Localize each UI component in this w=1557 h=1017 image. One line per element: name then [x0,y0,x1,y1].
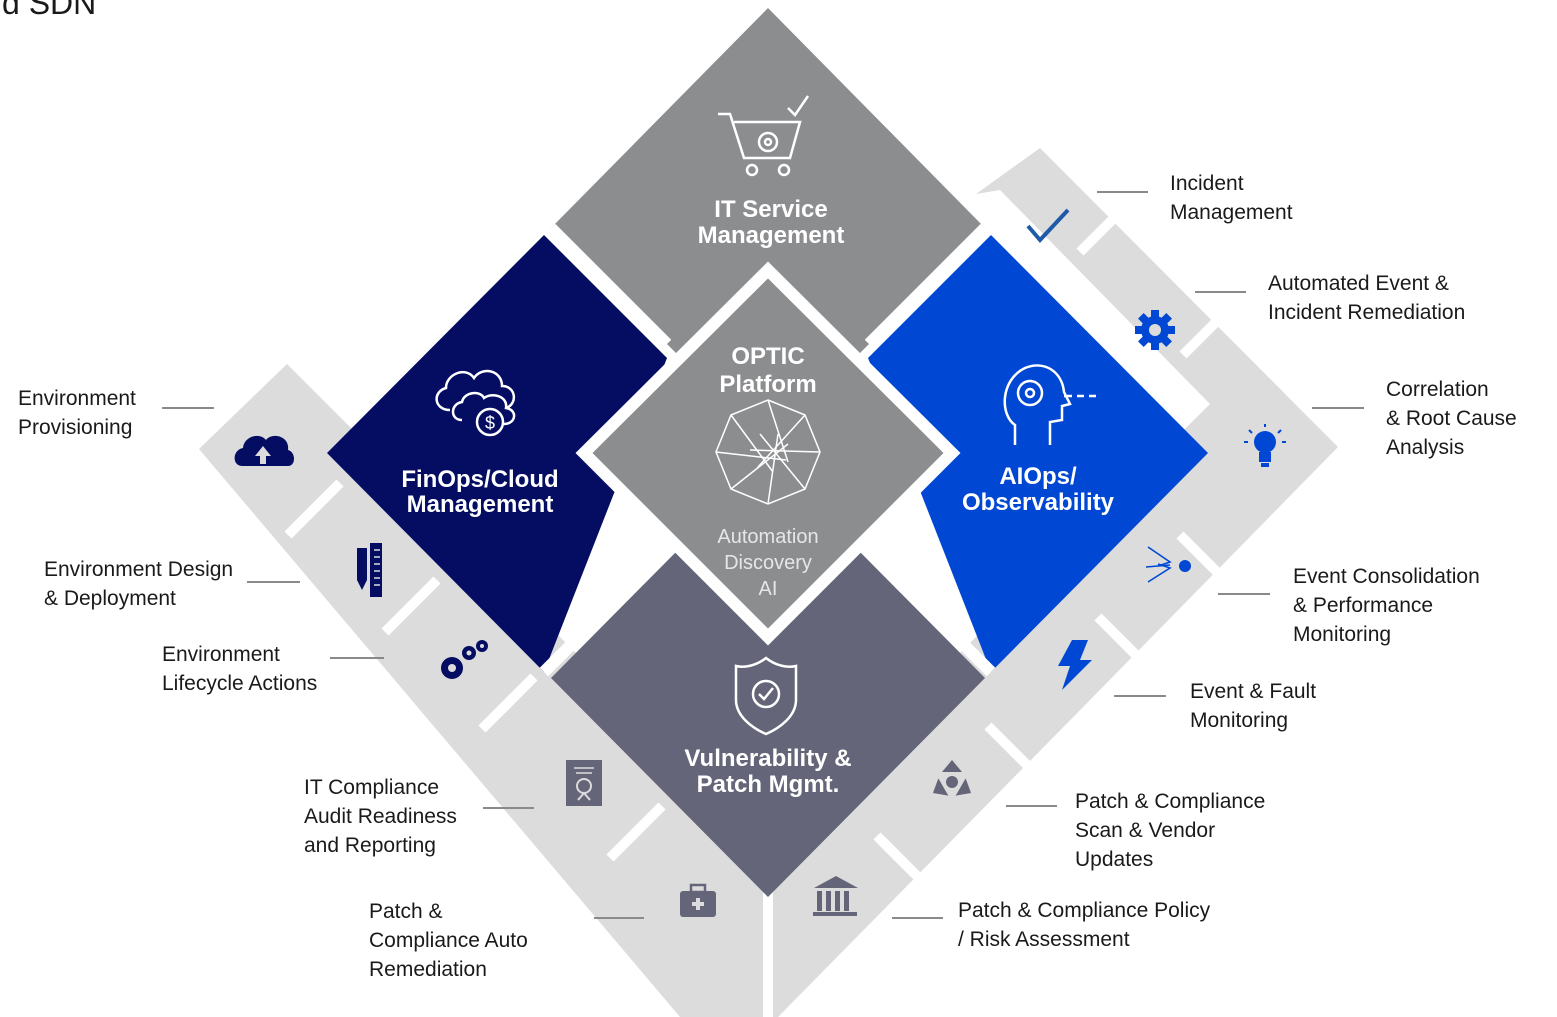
shield-gear-icon [734,656,798,736]
quadrant-right-line2: Observability [962,489,1115,516]
cloud-upload-icon [234,435,294,466]
shopping-cart-gear-icon [718,95,810,177]
svg-text:Environment: Environment [162,643,280,666]
svg-text:Analysis: Analysis [1386,436,1464,459]
label-event-fault-monitoring: Event & Fault Monitoring [1190,680,1316,732]
svg-text:Management: Management [1170,201,1293,224]
quadrant-bottom-line1: Vulnerability & [684,745,851,772]
svg-text:Incident: Incident [1170,172,1244,195]
svg-text:Environment: Environment [18,387,136,410]
label-patch-policy-risk: Patch & Compliance Policy / Risk Assessm… [958,899,1211,951]
svg-text:Audit Readiness: Audit Readiness [304,805,457,828]
svg-text:IT Compliance: IT Compliance [304,776,439,799]
quadrant-right-line1: AIOps/ [999,463,1077,490]
header-text: d SDN [2,0,96,21]
label-environment-provisioning: Environment Provisioning [18,387,136,439]
label-environment-design: Environment Design & Deployment [44,558,233,610]
svg-text:Compliance Auto: Compliance Auto [369,929,528,952]
svg-text:Incident Remediation: Incident Remediation [1268,301,1465,324]
head-gear-icon [1003,364,1096,445]
svg-text:Scan & Vendor: Scan & Vendor [1075,819,1215,842]
center-diamond[interactable] [575,261,961,646]
center-sub-line2: Discovery [724,552,812,574]
gears-icon [441,640,488,679]
svg-text:Environment Design: Environment Design [44,558,233,581]
first-aid-kit-icon [680,883,716,917]
svg-text:Event Consolidation: Event Consolidation [1293,565,1480,588]
label-event-consolidation: Event Consolidation & Performance Monito… [1293,565,1480,646]
svg-text:Remediation: Remediation [369,958,487,981]
center-sub-line3: AI [759,578,778,600]
radiation-icon [932,760,972,796]
label-environment-lifecycle: Environment Lifecycle Actions [162,643,317,695]
svg-text:Monitoring: Monitoring [1293,623,1391,646]
svg-text:& Root Cause: & Root Cause [1386,407,1517,430]
svg-text:Updates: Updates [1075,848,1153,871]
bank-icon [813,876,858,916]
svg-text:Lifecycle Actions: Lifecycle Actions [162,672,317,695]
svg-text:& Performance: & Performance [1293,594,1433,617]
certificate-icon [566,760,602,806]
svg-text:Patch &: Patch & [369,900,443,923]
svg-text:$: $ [485,413,495,433]
svg-text:Automated Event &: Automated Event & [1268,272,1449,295]
svg-text:Correlation: Correlation [1386,378,1489,401]
checkmark-icon [1026,208,1070,243]
label-automated-event: Automated Event & Incident Remediation [1268,272,1465,324]
cloud-dollar-icon: $ [435,369,516,437]
quadrant-bottom-line2: Patch Mgmt. [697,771,840,798]
label-incident-management: Incident Management [1170,172,1293,224]
svg-text:Provisioning: Provisioning [18,416,132,439]
svg-text:/ Risk Assessment: / Risk Assessment [958,928,1130,951]
ruler-pen-icon [357,543,382,597]
svg-text:Event & Fault: Event & Fault [1190,680,1316,703]
quadrant-top-line2: Management [698,222,845,249]
gear-icon [1135,310,1175,350]
tile-separators [284,193,1242,1017]
center-sub-line1: Automation [717,526,818,548]
label-correlation-root-cause: Correlation & Root Cause Analysis [1386,378,1517,459]
lightning-icon [1058,640,1092,690]
label-patch-scan-vendor: Patch & Compliance Scan & Vendor Updates [1075,790,1265,871]
svg-text:Patch & Compliance: Patch & Compliance [1075,790,1265,813]
svg-text:Monitoring: Monitoring [1190,709,1288,732]
center-title-line1: OPTIC [731,343,804,370]
quadrant-left-line1: FinOps/Cloud [401,466,558,493]
quadrant-right[interactable] [868,235,1208,672]
svg-text:& Deployment: & Deployment [44,587,176,610]
quadrant-left-line2: Management [407,491,554,518]
label-patch-auto-remediation: Patch & Compliance Auto Remediation [369,900,528,981]
leader-lines [162,191,1364,919]
center-title-line2: Platform [719,371,816,398]
lightbulb-icon [1244,424,1286,467]
aperture-logo-icon [715,399,821,505]
quadrant-left[interactable] [327,235,667,672]
label-it-compliance: IT Compliance Audit Readiness and Report… [304,776,457,857]
quadrant-dividers [539,223,996,677]
svg-text:and Reporting: and Reporting [304,834,436,857]
svg-text:Patch & Compliance Policy: Patch & Compliance Policy [958,899,1211,922]
quadrant-top-line1: IT Service [714,196,827,223]
quadrant-bottom[interactable] [551,460,985,897]
converging-arrows-icon [1145,546,1191,583]
